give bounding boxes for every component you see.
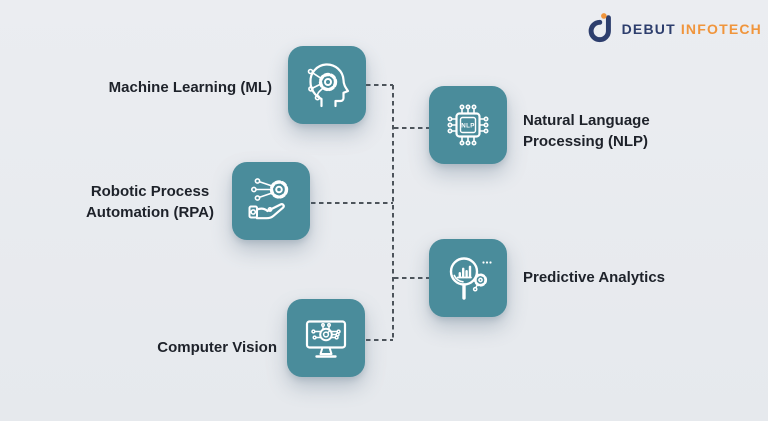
magnifier-analytics-icon <box>449 257 492 300</box>
label-nlp-line1: Natural Language <box>523 112 650 129</box>
debut-d-monogram-icon <box>588 13 611 43</box>
connector-predictive-analytics <box>394 277 430 279</box>
label-computer-vision: Computer Vision <box>157 339 277 356</box>
connector-rpa <box>311 202 393 204</box>
label-nlp-line2: Processing (NLP) <box>523 133 649 150</box>
tile-rpa <box>232 162 310 240</box>
brain-gear-icon <box>307 63 350 108</box>
connector-nlp <box>394 127 430 129</box>
tile-machine-learning <box>288 46 366 124</box>
connector-machine-learning <box>366 84 393 86</box>
connector-trunk <box>392 85 394 341</box>
label-rpa: Robotic Process Automation (RPA) <box>40 181 260 223</box>
robotic-hand-gear-icon <box>248 178 289 220</box>
monitor-vision-icon <box>305 320 347 358</box>
label-machine-learning: Machine Learning (ML) <box>108 79 272 96</box>
brand-name-primary: DEBUT <box>621 20 676 37</box>
label-rpa-line1: Robotic Process <box>90 183 210 200</box>
label-rpa-line2: Automation (RPA) <box>85 204 215 221</box>
connector-computer-vision <box>366 339 393 341</box>
nlp-chip-label: NLP <box>461 122 475 129</box>
brand-name-secondary: INFOTECH <box>680 20 762 37</box>
tile-predictive-analytics <box>429 239 507 317</box>
tile-computer-vision <box>287 299 365 377</box>
label-predictive-analytics: Predictive Analytics <box>523 269 666 286</box>
nlp-chip-icon: NLP <box>447 104 489 146</box>
label-nlp: Natural Language Processing (NLP) <box>523 110 650 152</box>
tile-nlp: NLP <box>429 86 507 164</box>
